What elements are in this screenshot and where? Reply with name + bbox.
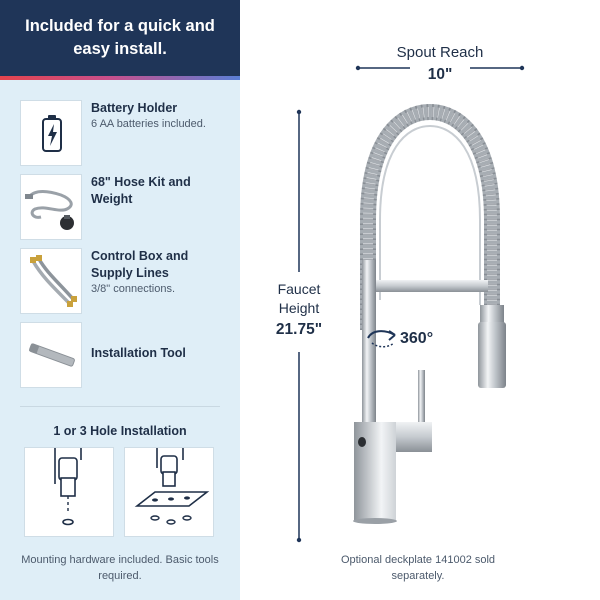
item-title: Control Box and Supply Lines xyxy=(91,249,189,280)
section-divider xyxy=(20,406,220,407)
item-title: 68" Hose Kit and Weight xyxy=(91,175,191,206)
hose-kit-icon xyxy=(20,174,82,240)
installation-tool-icon xyxy=(20,322,82,388)
item-subtitle: 6 AA batteries included. xyxy=(91,118,206,130)
included-title: Included for a quick and easy install. xyxy=(25,17,215,58)
supply-lines-icon xyxy=(20,248,82,314)
battery-icon xyxy=(20,100,82,166)
faucet-height-value: 21.75" xyxy=(275,321,323,338)
faucet-image xyxy=(353,103,506,524)
item-hose-kit: 68" Hose Kit and Weight xyxy=(20,174,230,240)
spout-reach-value: 10" xyxy=(427,66,453,83)
included-header: Included for a quick and easy install. xyxy=(0,0,240,80)
header-accent-stripe xyxy=(0,76,240,80)
item-subtitle: 3/8" connections. xyxy=(91,283,176,295)
included-items-panel: Included for a quick and easy install. B… xyxy=(0,0,240,600)
mounting-note: Mounting hardware included. Basic tools … xyxy=(21,554,219,582)
item-supply-lines: Control Box and Supply Lines 3/8" connec… xyxy=(20,248,230,314)
rotation-label: 360° xyxy=(400,330,434,347)
item-installation-tool: Installation Tool xyxy=(20,322,230,388)
item-title: Installation Tool xyxy=(91,346,186,360)
deckplate-note: Optional deckplate 141002 sold separatel… xyxy=(340,554,496,582)
spout-reach-label: Spout Reach xyxy=(396,44,484,61)
installation-title: 1 or 3 Hole Installation xyxy=(53,424,187,438)
item-battery-holder: Battery Holder 6 AA batteries included. xyxy=(20,100,230,166)
item-title: Battery Holder xyxy=(91,101,178,115)
three-hole-install-diagram xyxy=(124,447,214,537)
one-hole-install-diagram xyxy=(24,447,114,537)
faucet-height-label: Faucet Height xyxy=(277,281,321,316)
